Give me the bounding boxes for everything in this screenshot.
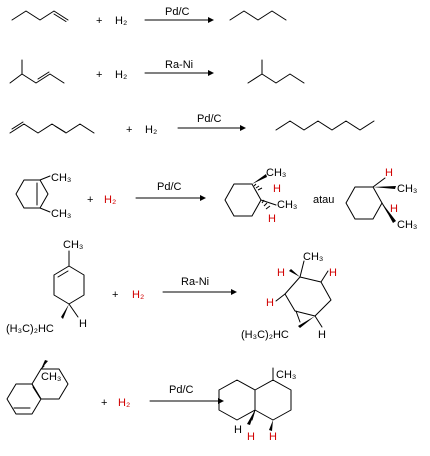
reagent-3: H₂ <box>145 124 157 136</box>
product-5-h-label-4: H <box>318 329 326 341</box>
product-5-menthane <box>275 260 332 328</box>
catalyst-2: Ra-Ni <box>165 59 193 71</box>
product-5-methyl-label: CH₃ <box>303 251 323 263</box>
product-4-methyl-label-1: CH₃ <box>266 167 286 179</box>
plus-5: + <box>112 289 118 301</box>
product-4-h-label-1: H <box>273 183 281 195</box>
catalyst-5: Ra-Ni <box>181 276 209 288</box>
catalyst-4: Pd/C <box>157 181 182 193</box>
plus-3: + <box>126 124 132 136</box>
reactant-1-pentene <box>11 10 69 22</box>
reactant-6-octahydronaphthalene <box>6 360 69 415</box>
reaction-2: + H₂ Ra-Ni <box>9 59 305 84</box>
reactant-2-methylpentene <box>9 59 65 84</box>
alt-product-4-methyl-label-1: CH₃ <box>397 183 417 195</box>
product-5-h-label-2: H <box>277 267 285 279</box>
product-4-methyl-label-2: CH₃ <box>277 199 297 211</box>
plus-4: + <box>87 194 93 206</box>
reactant-6-methyl-label: CH₃ <box>41 371 61 383</box>
reagent-5: H₂ <box>132 289 144 301</box>
product-1-pentane <box>229 10 287 21</box>
reactant-4-methyl-label-2: CH₃ <box>51 208 71 220</box>
reaction-5: CH₃ (H₃C)₂HC H + H₂ Ra-Ni CH₃ H H H (H₃C… <box>6 239 337 341</box>
product-4-h-label-2: H <box>268 213 276 225</box>
reactant-4-methyl-label-1: CH₃ <box>51 172 71 184</box>
product-5-h-label-1: H <box>329 267 337 279</box>
product-6-methyl-label: CH₃ <box>276 369 296 381</box>
reactant-5-methyl-label: CH₃ <box>63 239 83 251</box>
product-6-h-label-1: H <box>234 424 242 436</box>
plus-1: + <box>96 15 102 27</box>
plus-6: + <box>101 397 107 409</box>
reagent-2: H₂ <box>115 69 127 81</box>
reaction-1: + H₂ Pd/C <box>11 6 287 27</box>
reactant-3-heptadiene <box>9 121 95 134</box>
alt-product-4-h-label-1: H <box>385 167 393 179</box>
product-6-decalin <box>218 367 292 431</box>
catalyst-6: Pd/C <box>169 384 194 396</box>
product-5-h-label-3: H <box>266 297 274 309</box>
reactant-5-limonene-like <box>53 250 85 319</box>
product-5-isopropyl-label: (H₃C)₂HC <box>241 329 289 341</box>
reagent-6: H₂ <box>118 397 130 409</box>
reaction-6: CH₃ + H₂ Pd/C CH₃ H H H <box>6 360 296 443</box>
alt-product-4-h-label-2: H <box>390 203 398 215</box>
reactant-4-dimethylcyclohexene <box>15 175 51 213</box>
alt-product-4-methyl-label-2: CH₃ <box>397 219 417 231</box>
catalyst-3: Pd/C <box>197 113 222 125</box>
product-2-methylpentane <box>247 59 305 84</box>
reagent-1: H₂ <box>115 15 127 27</box>
reagent-4: H₂ <box>104 194 116 206</box>
reaction-3: + H₂ Pd/C <box>9 113 375 136</box>
alt-product-4-dimethylcyclohexane <box>345 177 396 223</box>
connector-atau: atau <box>313 194 334 206</box>
reactant-5-h-label: H <box>79 318 87 330</box>
product-3-heptane <box>275 120 375 131</box>
reactant-5-isopropyl-label: (H₃C)₂HC <box>6 323 54 335</box>
product-6-h-label-3: H <box>269 431 277 443</box>
reaction-4: CH₃ CH₃ + H₂ Pd/C CH₃ H CH₃ H atau <box>15 167 417 231</box>
plus-2: + <box>96 69 102 81</box>
product-4-cis-dimethylcyclohexane <box>224 174 277 217</box>
product-6-h-label-2: H <box>247 431 255 443</box>
catalyst-1: Pd/C <box>165 6 190 18</box>
